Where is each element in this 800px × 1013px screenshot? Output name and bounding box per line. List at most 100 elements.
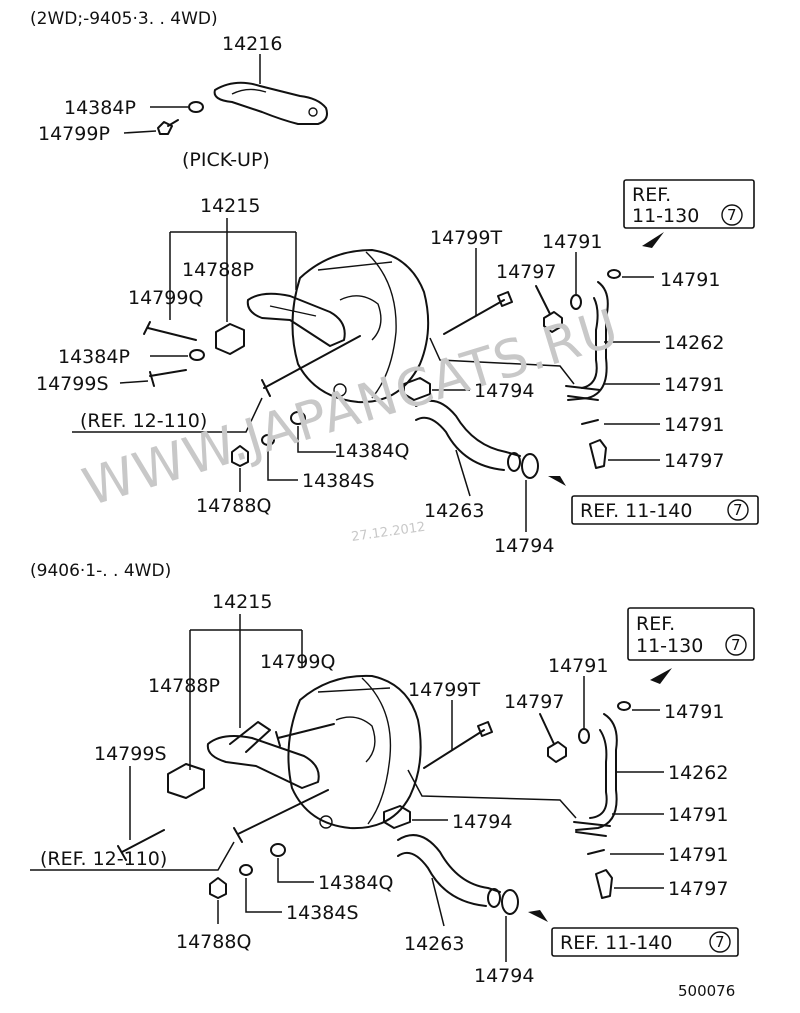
washer-14384P [188, 101, 204, 113]
ref11140-box-bottom [551, 927, 739, 957]
alternator-bottom [287, 674, 422, 830]
label-14263: 14263 [424, 500, 484, 522]
bolt-14799S [149, 369, 187, 387]
bolt-14799S-b [117, 829, 165, 861]
label-14791-b-b: 14791 [664, 701, 724, 723]
label-14797-top: 14797 [496, 261, 556, 283]
leader-14384S [267, 448, 298, 481]
arrow-ref11130-bottom [650, 668, 672, 684]
label-14788Q: 14788Q [196, 495, 271, 517]
clamp-14794-bottom-lower [501, 889, 519, 915]
label-14788Q-b: 14788Q [176, 931, 251, 953]
label-ref11140-bottom: REF. 11-140 [560, 932, 672, 954]
label-ref11130-top-l2: 11-130 [632, 205, 699, 227]
pivot-bolt-top [261, 335, 361, 397]
ref11130-num-top: 7 [727, 206, 737, 224]
ref11140-num-top: 7 [733, 501, 743, 519]
nut-14788Q [231, 445, 249, 467]
pipe-14262-top [567, 281, 609, 401]
leader-14263 [455, 449, 471, 497]
eyebolt-14797-top-b [589, 439, 607, 469]
label-14215-b: 14215 [212, 591, 272, 613]
bolt-14799Q [143, 321, 197, 341]
tree-14215 [169, 218, 297, 322]
hose-14263-b [397, 834, 501, 907]
header-bottom: (9406·1-. . 4WD) [30, 561, 171, 581]
ref11140-box-top [571, 495, 759, 525]
header-top: (2WD;-9405·3. . 4WD) [30, 9, 218, 29]
label-14791-b-c: 14791 [668, 804, 728, 826]
alternator-top [291, 249, 430, 404]
label-14216: 14216 [222, 33, 282, 55]
label-ref11130-b-l2: 11-130 [636, 635, 703, 657]
label-ref11130-b-l1: REF. [636, 613, 675, 635]
washer-14791-bottom-b [617, 701, 631, 711]
washer-14791-bottom-d [587, 849, 605, 855]
label-14797-top-b: 14797 [664, 450, 724, 472]
washer-14791-top-b [607, 269, 621, 279]
label-14791-top-a: 14791 [542, 231, 602, 253]
pipe-end-bottom [573, 821, 611, 837]
label-14794-lower: 14794 [494, 535, 554, 557]
hose-14263 [415, 399, 521, 471]
arrow-ref11140-bottom [528, 910, 548, 922]
bolt-14799T [443, 291, 513, 335]
leader-14384Q-b [277, 858, 314, 883]
label-14791-b-a: 14791 [548, 655, 608, 677]
leader-14799S [119, 380, 149, 384]
label-14797-b-b: 14797 [668, 878, 728, 900]
pipe-line-bottom [407, 769, 577, 819]
label-14788P-b: 14788P [148, 675, 220, 697]
spacer-14788P-b [167, 763, 205, 799]
label-14799S-b: 14799S [94, 743, 167, 765]
watermark-date: 27.12.2012 [350, 520, 426, 545]
label-ref12110-b: (REF. 12-110) [40, 848, 167, 870]
label-ref11130-top-l1: REF. [632, 184, 671, 206]
washer-14384Q-b [270, 843, 286, 857]
label-14794-b-upper: 14794 [452, 811, 512, 833]
bracket-14216 [213, 81, 328, 125]
leader-14263-b [431, 877, 445, 927]
washer-14791-bottom-a [578, 728, 590, 744]
ref11130-num-bottom: 7 [731, 636, 741, 654]
leader-ref12110-b [30, 841, 235, 871]
leader-14384Q [297, 426, 336, 453]
label-14788P: 14788P [182, 259, 254, 281]
label-14384Q: 14384Q [334, 440, 409, 462]
label-14791-top-d: 14791 [664, 414, 724, 436]
label-14799Q-b: 14799Q [260, 651, 335, 673]
pipe-14262-bottom [575, 713, 618, 831]
tree-14215-b [189, 614, 303, 770]
arrow-ref11130-top [642, 232, 664, 248]
label-14215: 14215 [200, 195, 260, 217]
washer-14791-top-d [581, 419, 599, 425]
label-14791-b-d: 14791 [668, 844, 728, 866]
label-14799P: 14799P [38, 123, 110, 145]
washer-14384P-b [189, 349, 205, 361]
drawing-number: 500076 [678, 982, 735, 1000]
bolt-14799P [157, 119, 179, 135]
pipe-end-top [565, 385, 601, 401]
label-14262-b: 14262 [668, 762, 728, 784]
label-14791-top-c: 14791 [664, 374, 724, 396]
label-14799Q: 14799Q [128, 287, 203, 309]
label-14791-top-b: 14791 [660, 269, 720, 291]
clamp-14794-top-lower [521, 453, 539, 479]
label-14794-b-lower: 14794 [474, 965, 534, 987]
eyebolt-14797-top [535, 285, 563, 333]
arrow-ref11140-top [548, 476, 566, 486]
label-14794-upper: 14794 [474, 380, 534, 402]
label-14263-b: 14263 [404, 933, 464, 955]
ref11140-num-bottom: 7 [715, 933, 725, 951]
bracket-14215-b [206, 721, 320, 789]
bolt-14799Q-b [275, 723, 335, 747]
hose-end-top [507, 452, 521, 472]
label-14797-b: 14797 [504, 691, 564, 713]
bracket-14215 [246, 292, 346, 347]
eyebolt-14797-bottom [539, 713, 567, 763]
label-14384P-b: 14384P [58, 346, 130, 368]
ref11130-box-bottom [627, 607, 755, 661]
washer-14384S [261, 434, 275, 446]
label-14384Q-b: 14384Q [318, 872, 393, 894]
